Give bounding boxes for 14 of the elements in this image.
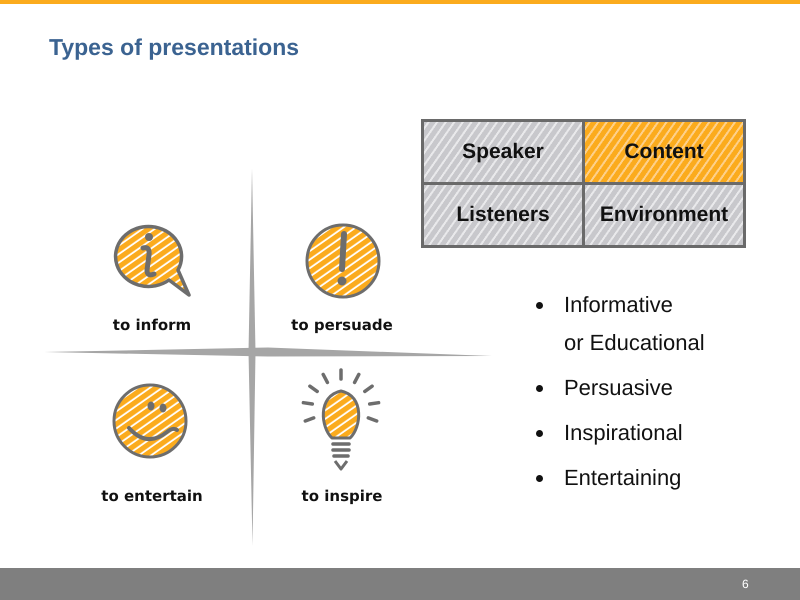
page-number: 6	[742, 577, 749, 591]
slide-title: Types of presentations	[49, 33, 300, 61]
bullet-text: Inspirational	[564, 419, 683, 447]
category-box: Speaker	[421, 119, 585, 185]
bullet-text: Informative or Educational	[564, 291, 705, 357]
category-box: Environment	[582, 182, 746, 248]
icon-caption: to inform	[112, 315, 192, 335]
icon-caption: to persuade	[291, 315, 393, 335]
icon-caption: to entertain	[101, 486, 203, 506]
icon-caption: to inspire	[302, 486, 382, 506]
bullet-text: Persuasive	[564, 374, 673, 402]
category-box: Listeners	[421, 182, 585, 248]
bullet-text: Entertaining	[564, 464, 682, 492]
category-box: Content	[582, 119, 746, 185]
